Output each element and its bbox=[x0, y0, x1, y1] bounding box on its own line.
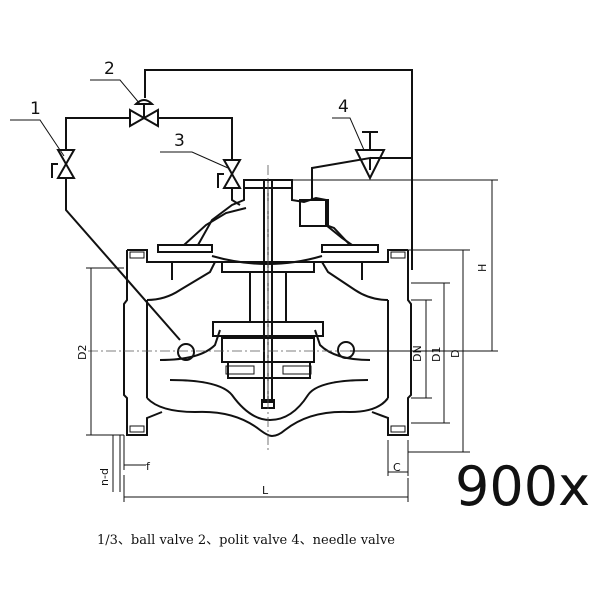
dim-label-f: f bbox=[146, 460, 151, 473]
dim-label-d2: D2 bbox=[76, 345, 89, 360]
ball-valve-3 bbox=[217, 159, 242, 189]
dim-label-h: H bbox=[476, 264, 489, 272]
valve-body bbox=[123, 179, 412, 438]
dim-label-d1: D1 bbox=[430, 347, 443, 362]
callout-4: 4 bbox=[338, 97, 349, 117]
center-lines bbox=[88, 165, 420, 450]
dim-label-n-d: n-d bbox=[98, 468, 111, 486]
callout-1: 1 bbox=[30, 99, 41, 119]
pilot-valve-2 bbox=[129, 99, 159, 128]
callout-leaders bbox=[10, 79, 365, 169]
ball-valve-1 bbox=[51, 149, 76, 179]
pilot-tubing bbox=[65, 69, 413, 341]
dim-label-c: C bbox=[393, 461, 401, 474]
dim-label-dn: DN bbox=[411, 345, 424, 362]
dim-label-d: D bbox=[449, 350, 462, 358]
callout-3: 3 bbox=[174, 131, 185, 151]
model-number: 900x bbox=[455, 455, 590, 518]
dim-label-l: L bbox=[262, 484, 269, 497]
legend-caption: 1/3、ball valve 2、polit valve 4、needle va… bbox=[97, 533, 395, 548]
callout-2: 2 bbox=[104, 59, 115, 79]
needle-valve-4 bbox=[354, 131, 386, 181]
dimension-lines bbox=[86, 179, 498, 502]
